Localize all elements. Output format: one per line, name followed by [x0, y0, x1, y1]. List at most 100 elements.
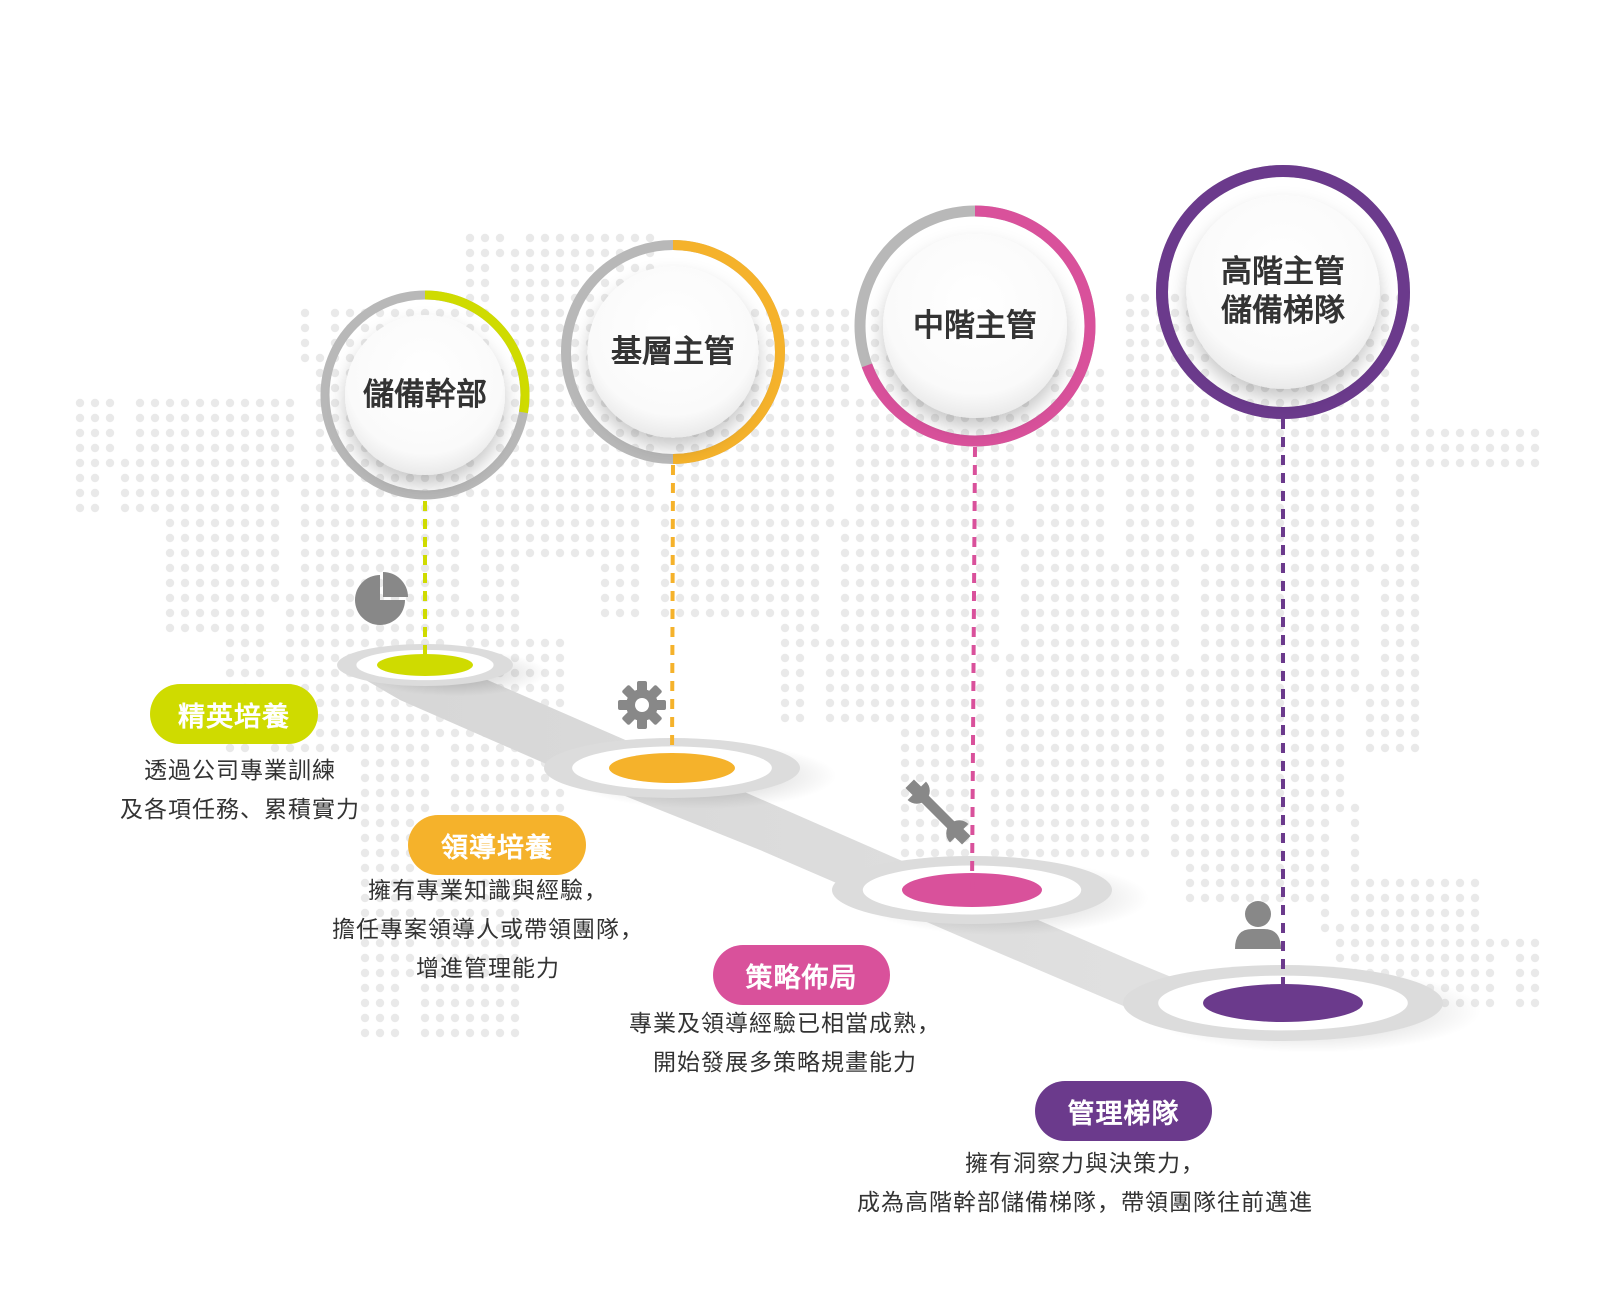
map-dot — [1065, 593, 1075, 603]
map-dot — [1350, 833, 1360, 843]
map-dot — [90, 413, 100, 423]
map-dot — [255, 638, 265, 648]
map-dot — [840, 623, 850, 633]
map-dot — [1065, 488, 1075, 498]
map-dot — [825, 518, 835, 528]
map-dot — [1245, 818, 1255, 828]
map-dot — [840, 653, 850, 663]
map-dot — [705, 533, 715, 543]
map-dot — [330, 743, 340, 753]
map-dot — [870, 308, 880, 318]
map-dot — [330, 383, 340, 393]
map-dot — [1155, 398, 1165, 408]
map-dot — [1320, 443, 1330, 453]
map-dot — [450, 938, 460, 948]
map-dot — [510, 788, 520, 798]
map-dot — [1245, 383, 1255, 393]
map-dot — [240, 518, 250, 528]
map-dot — [225, 638, 235, 648]
map-dot — [285, 743, 295, 753]
map-dot — [225, 668, 235, 678]
map-dot — [1005, 803, 1015, 813]
map-dot — [795, 683, 805, 693]
map-dot — [1485, 428, 1495, 438]
map-dot — [975, 683, 985, 693]
map-dot — [300, 623, 310, 633]
map-dot — [390, 1028, 400, 1038]
map-dot — [195, 563, 205, 573]
map-dot — [930, 518, 940, 528]
map-dot — [1140, 713, 1150, 723]
map-dot — [615, 503, 625, 513]
map-dot — [360, 623, 370, 633]
map-dot — [810, 623, 820, 633]
map-dot — [975, 458, 985, 468]
map-dot — [1095, 653, 1105, 663]
map-dot — [1035, 518, 1045, 528]
map-dot — [1230, 473, 1240, 483]
map-dot — [150, 473, 160, 483]
map-dot — [885, 488, 895, 498]
map-dot — [300, 488, 310, 498]
map-dot — [1350, 803, 1360, 813]
map-dot — [1020, 623, 1030, 633]
map-dot — [1365, 893, 1375, 903]
map-dot — [600, 278, 610, 288]
map-dot — [1050, 758, 1060, 768]
map-dot — [960, 713, 970, 723]
map-dot — [135, 488, 145, 498]
map-dot — [1125, 353, 1135, 363]
map-dot — [1200, 728, 1210, 738]
map-dot — [930, 773, 940, 783]
map-dot — [735, 458, 745, 468]
map-dot — [855, 638, 865, 648]
map-dot — [795, 653, 805, 663]
map-dot — [1110, 668, 1120, 678]
map-dot — [840, 308, 850, 318]
map-dot — [1335, 623, 1345, 633]
map-dot — [1140, 788, 1150, 798]
map-dot — [1185, 893, 1195, 903]
map-dot — [1260, 833, 1270, 843]
map-dot — [1320, 533, 1330, 543]
map-dot — [1335, 788, 1345, 798]
map-dot — [1170, 533, 1180, 543]
map-dot — [990, 788, 1000, 798]
map-dot — [195, 593, 205, 603]
map-dot — [975, 593, 985, 603]
map-dot — [1125, 728, 1135, 738]
map-dot — [1125, 593, 1135, 603]
map-dot — [1455, 938, 1465, 948]
map-dot — [795, 428, 805, 438]
map-dot — [900, 623, 910, 633]
map-dot — [1230, 668, 1240, 678]
map-dot — [1260, 803, 1270, 813]
map-dot — [360, 1028, 370, 1038]
map-dot — [420, 803, 430, 813]
map-dot — [525, 368, 535, 378]
map-dot — [330, 308, 340, 318]
map-dot — [945, 413, 955, 423]
map-dot — [1155, 353, 1165, 363]
map-dot — [810, 518, 820, 528]
map-dot — [1125, 758, 1135, 768]
stage-2-group — [544, 240, 837, 809]
map-dot — [1215, 623, 1225, 633]
map-dot — [1245, 593, 1255, 603]
map-dot — [525, 773, 535, 783]
map-dot — [465, 893, 475, 903]
map-dot — [1050, 578, 1060, 588]
map-dot — [1080, 593, 1090, 603]
map-dot — [1395, 698, 1405, 708]
map-dot — [360, 953, 370, 963]
map-dot — [1290, 503, 1300, 513]
map-dot — [405, 758, 415, 768]
map-dot — [315, 728, 325, 738]
map-dot — [420, 758, 430, 768]
map-dot — [1380, 383, 1390, 393]
map-dot — [1485, 953, 1495, 963]
map-dot — [945, 728, 955, 738]
map-dot — [1155, 728, 1165, 738]
map-dot — [120, 488, 130, 498]
map-dot — [930, 653, 940, 663]
